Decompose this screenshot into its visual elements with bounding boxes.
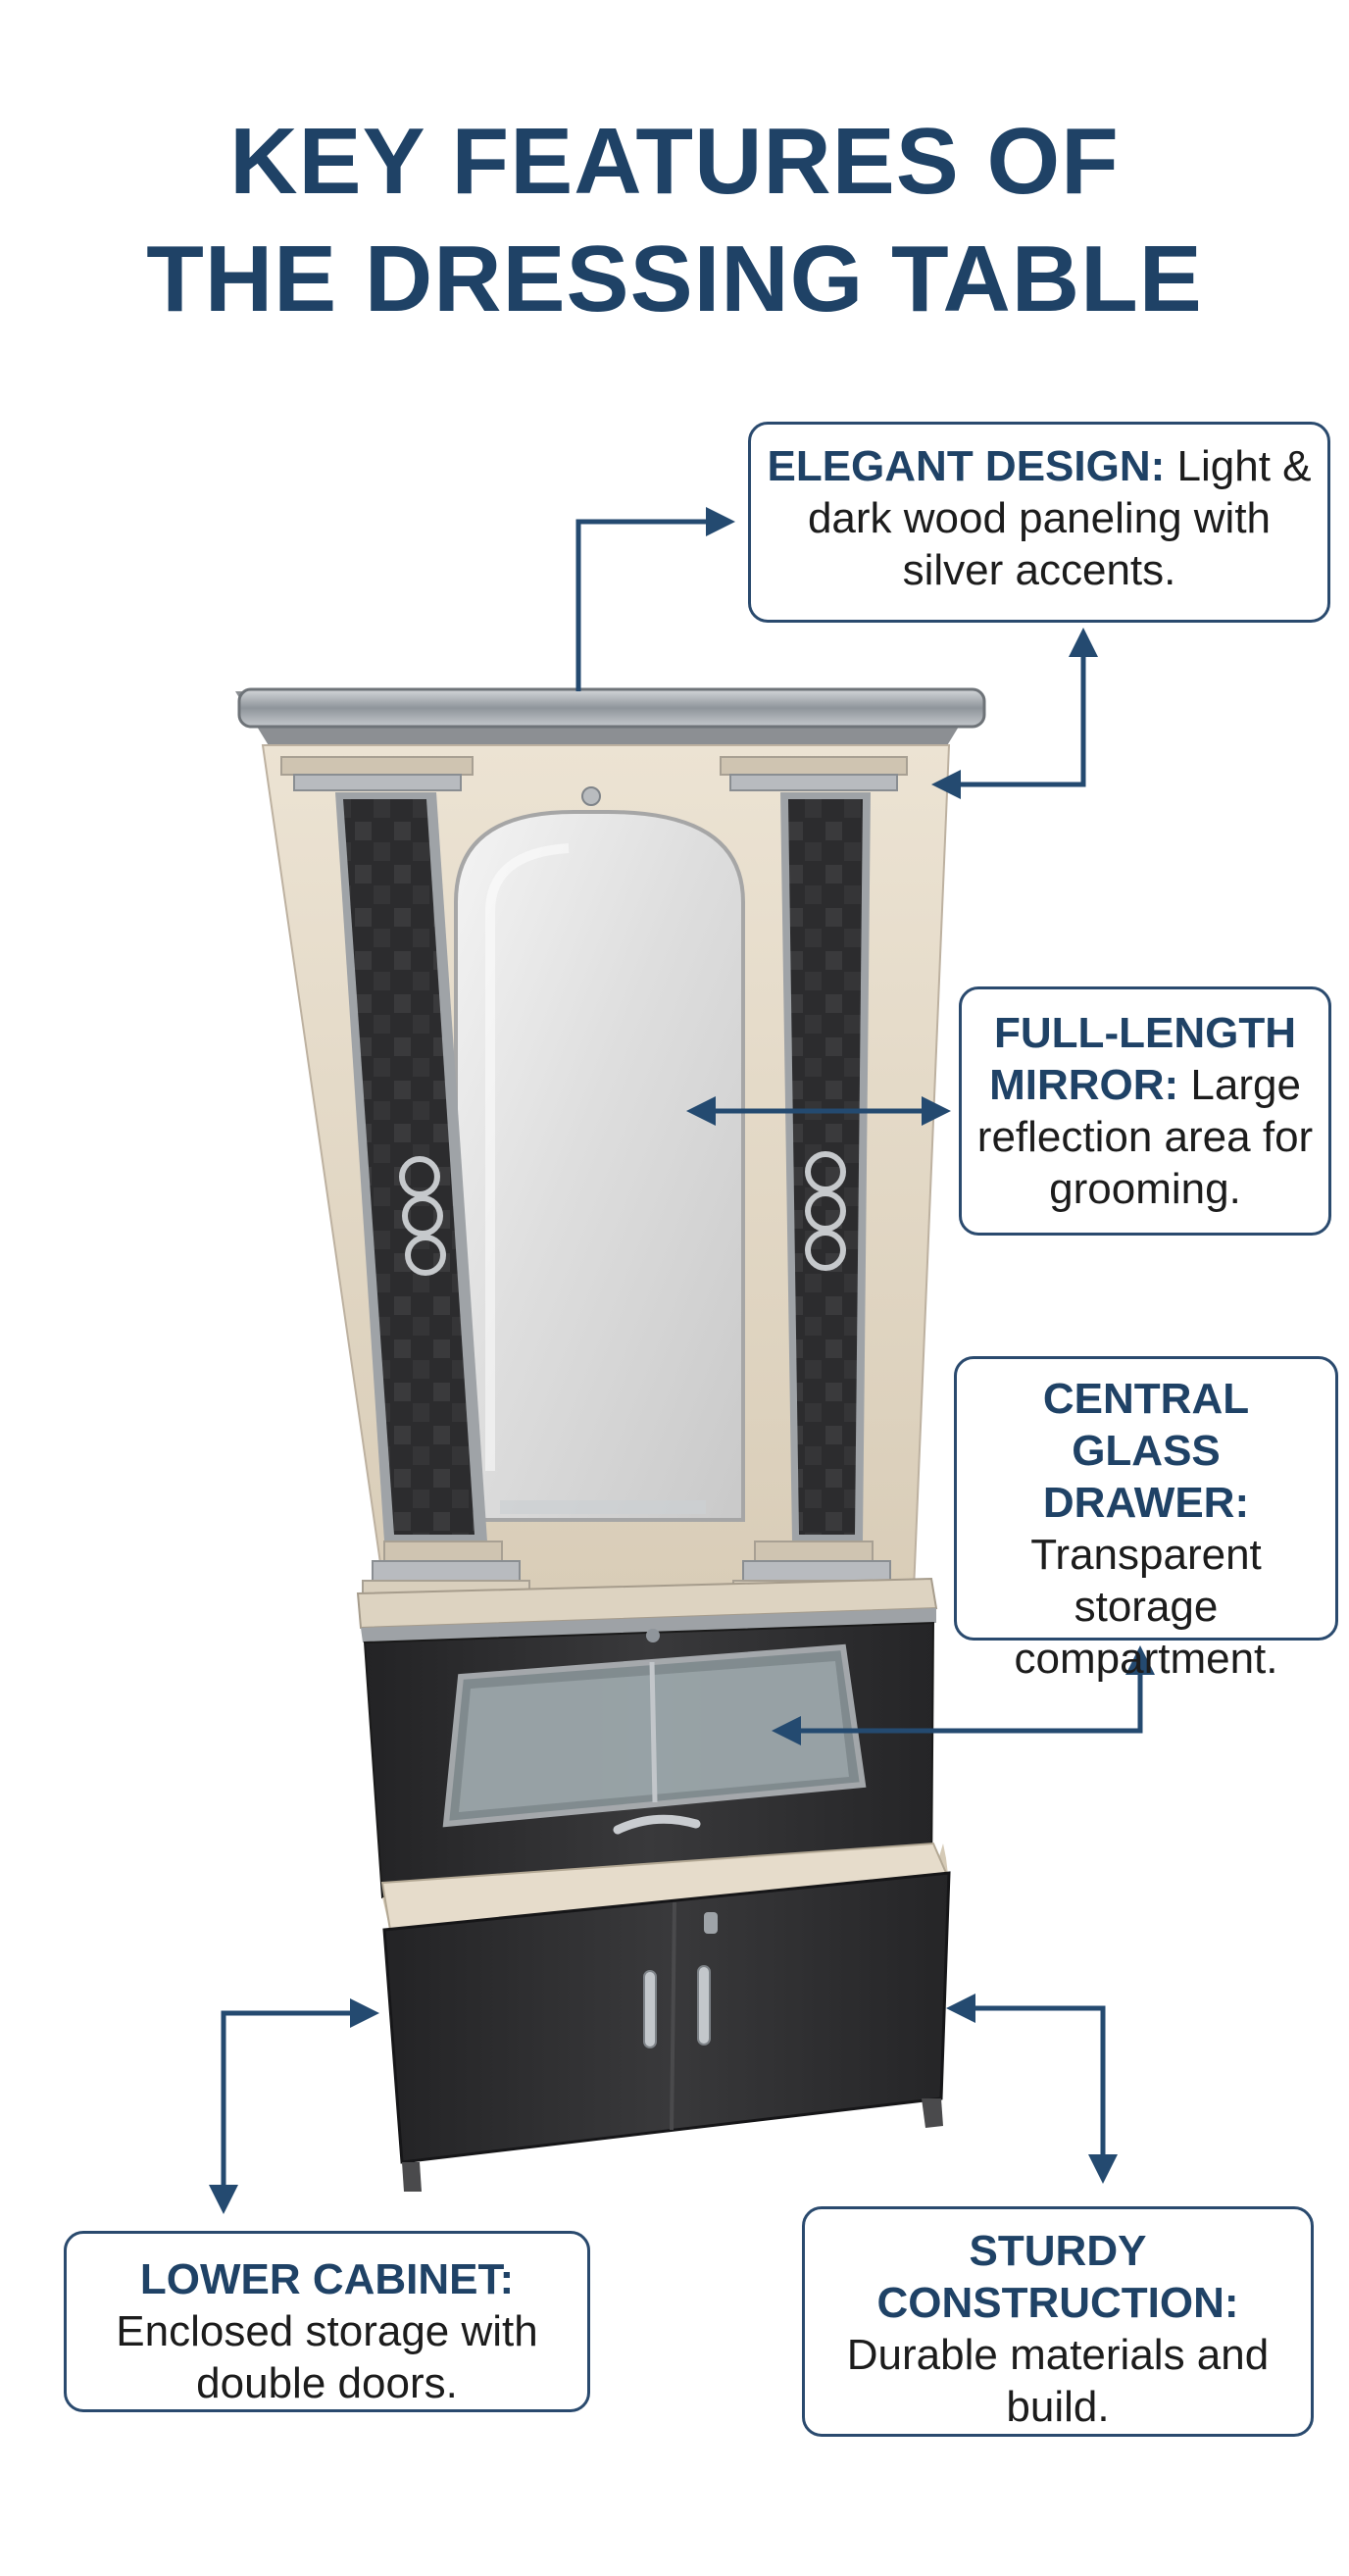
callout-cabinet-text: Enclosed storage with double doors.: [116, 2307, 538, 2407]
arrow-drawer: [772, 1645, 1155, 1745]
mirror: [454, 786, 745, 1522]
callout-mirror-text: Large reflection area for grooming.: [976, 1061, 1314, 1213]
drawer-section: [363, 1621, 935, 1899]
callout-full-length-mirror: FULL-LENGTH MIRROR: Large reflection are…: [959, 986, 1331, 1236]
callout-mirror-head: FULL-LENGTH MIRROR:: [989, 1009, 1296, 1109]
arrow-elegant-to-cornice: [575, 507, 735, 691]
callout-sturdy-construction: STURDY CONSTRUCTION: Durable materials a…: [802, 2206, 1314, 2437]
right-ring-ornament: [805, 1151, 846, 1271]
counter-top: [356, 1577, 938, 1642]
title-line-2: THE DRESSING TABLE: [146, 227, 1203, 331]
callout-elegant-head: ELEGANT DESIGN:: [767, 442, 1166, 490]
glass-drawer: [442, 1643, 867, 1835]
arrow-elegant-to-frame: [931, 628, 1098, 799]
title-line-1: KEY FEATURES OF: [229, 109, 1120, 214]
page-title: KEY FEATURES OF THE DRESSING TABLE: [0, 103, 1349, 338]
callout-sturdy-head: STURDY CONSTRUCTION:: [876, 2227, 1239, 2327]
callout-cabinet-head: LOWER CABINET:: [139, 2255, 515, 2303]
right-pillar: [720, 756, 908, 1599]
callout-drawer-head: CENTRAL GLASS DRAWER:: [1042, 1375, 1250, 1527]
left-pillar: [280, 756, 530, 1599]
callout-central-glass-drawer: CENTRAL GLASS DRAWER: Transparent storag…: [954, 1356, 1338, 1683]
left-ring-ornament: [399, 1156, 446, 1276]
callout-elegant-design: ELEGANT DESIGN: Light & dark wood paneli…: [748, 422, 1330, 623]
arrow-cabinet: [209, 1998, 379, 2214]
callout-sturdy-text: Durable materials and build.: [846, 2331, 1270, 2431]
top-cornice: [235, 687, 986, 747]
callout-elegant-text: Light & dark wood paneling with silver a…: [807, 442, 1312, 594]
lower-cabinet-body: [382, 1871, 951, 2192]
arrow-sturdy: [946, 1994, 1118, 2184]
callout-drawer-text: Transparent storage compartment.: [1014, 1531, 1278, 1683]
callout-lower-cabinet: LOWER CABINET: Enclosed storage with dou…: [64, 2231, 590, 2412]
